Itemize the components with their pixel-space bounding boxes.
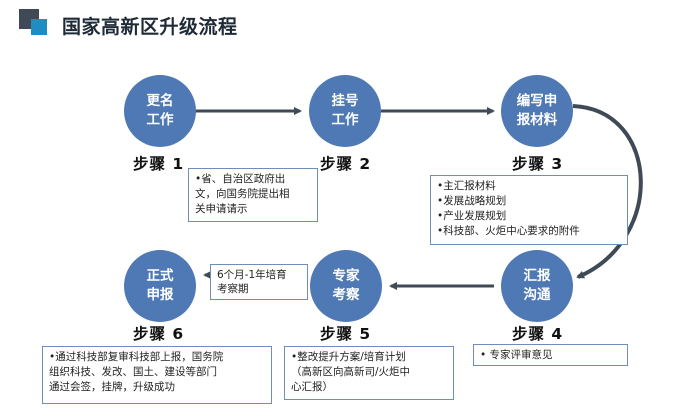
arrow-step3-to-step4 <box>572 104 643 279</box>
step4-circle: 汇报 沟通 <box>501 250 573 322</box>
note-line: •通过科技部复审科技部上报，国务院 <box>49 351 224 363</box>
step1-label: 步骤 1 <box>133 155 185 173</box>
step4-label: 步骤 4 <box>512 325 564 343</box>
step6-circle: 正式 申报 <box>124 250 196 322</box>
note-line: • 专家评审意见 <box>480 349 553 361</box>
note-line: 文，向国务院提出相 <box>195 188 290 200</box>
note-line: 考察期 <box>217 283 249 295</box>
step5-note: •整改提升方案/培育计划 （高新区向高新司/火炬中 心汇报） <box>284 346 454 400</box>
step1-note: •省、自治区政府出 文，向国务院提出相 关申请请示 <box>188 168 318 222</box>
note-line: •整改提升方案/培育计划 <box>291 351 406 363</box>
step3-circle: 编写申 报材料 <box>501 75 573 147</box>
step6-note: •通过科技部复审科技部上报，国务院 组织科技、发改、国土、建设等部门 通过会签，… <box>42 346 272 404</box>
note-line: 心汇报） <box>291 381 333 393</box>
step4-note: • 专家评审意见 <box>473 344 628 366</box>
step3-note: •主汇报材料 •发展战略规划 •产业发展规划 •科技部、火炬中心要求的附件 <box>430 175 628 245</box>
note-line: •发展战略规划 <box>437 195 507 207</box>
step5-label: 步骤 5 <box>320 325 372 343</box>
logo-square-blue <box>31 19 47 35</box>
note-line: 组织科技、发改、国土、建设等部门 <box>49 366 217 378</box>
note-line: •省、自治区政府出 <box>195 173 286 185</box>
note-line: （高新区向高新司/火炬中 <box>291 366 411 378</box>
cultivation-period-note: 6个月-1年培育 考察期 <box>210 264 308 300</box>
step2-label: 步骤 2 <box>320 155 372 173</box>
step1-circle: 更名 工作 <box>124 75 196 147</box>
page-title: 国家高新区升级流程 <box>62 16 238 38</box>
logo-mark <box>0 0 60 46</box>
step5-circle: 专家 考察 <box>310 250 382 322</box>
note-line: 6个月-1年培育 <box>217 269 287 281</box>
note-line: 通过会签，挂牌，升级成功 <box>49 381 175 393</box>
step2-circle: 挂号 工作 <box>309 75 381 147</box>
note-line: •产业发展规划 <box>437 210 507 222</box>
note-line: •科技部、火炬中心要求的附件 <box>437 225 580 237</box>
note-line: 关申请请示 <box>195 203 248 215</box>
step6-label: 步骤 6 <box>133 325 185 343</box>
note-line: •主汇报材料 <box>437 180 496 192</box>
step3-label: 步骤 3 <box>512 155 564 173</box>
